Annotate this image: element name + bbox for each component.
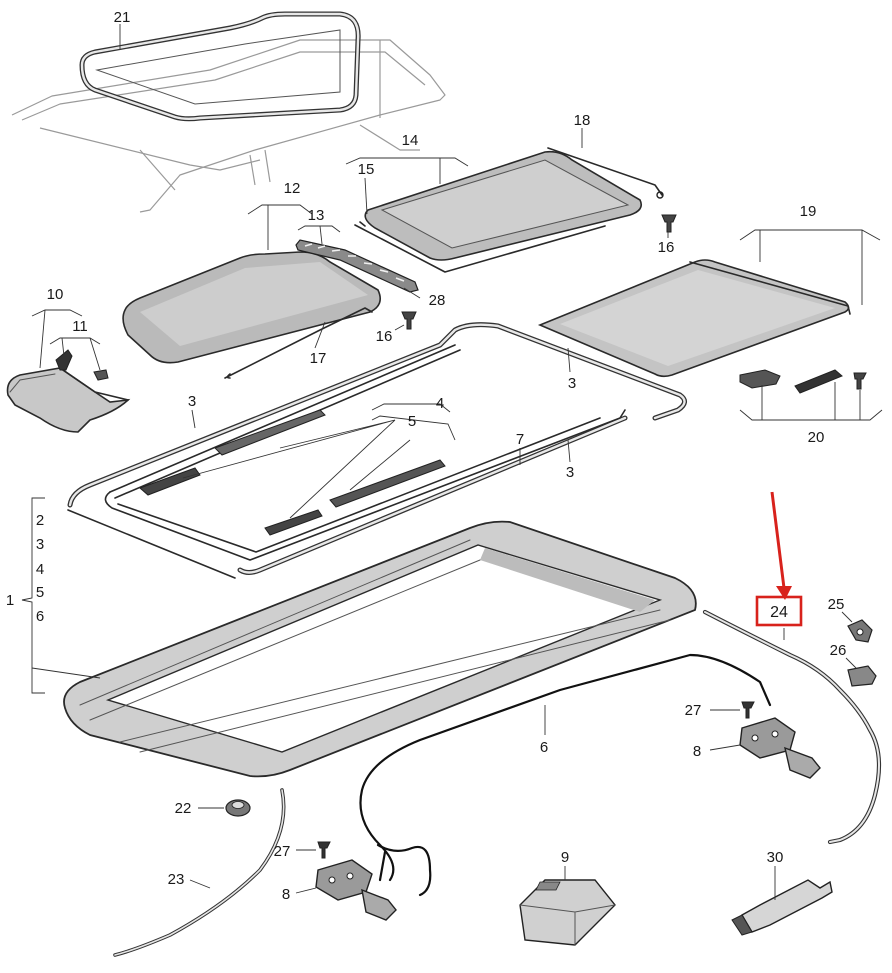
label-10: 10 (47, 286, 64, 303)
label-3-lower: 3 (566, 464, 574, 481)
label-14: 14 (402, 132, 419, 149)
part-23-drain-hose (113, 788, 286, 957)
label-6: 6 (540, 739, 548, 756)
label-26: 26 (830, 642, 847, 659)
label-24-highlighted: 24 (770, 604, 788, 621)
part-6-cable (359, 653, 772, 897)
label-15: 15 (358, 161, 375, 178)
car-roof-outline (11, 39, 446, 213)
label-7: 7 (516, 431, 524, 448)
part-11-clips (55, 349, 109, 381)
label-13: 13 (308, 207, 325, 224)
label-28: 28 (429, 292, 446, 309)
label-3-right: 3 (568, 375, 576, 392)
label-5-list: 5 (36, 584, 44, 601)
part-14-rear-glass (354, 147, 664, 273)
part-25-clip (847, 619, 873, 643)
part-13-deflector (295, 239, 419, 293)
label-6-list: 6 (36, 608, 44, 625)
part-22-grommet (225, 799, 251, 817)
label-2: 2 (36, 512, 44, 529)
label-9: 9 (561, 849, 569, 866)
label-21: 21 (114, 9, 131, 26)
part-21-roof-seal (79, 11, 361, 122)
label-11: 11 (72, 318, 88, 335)
label-8-left: 8 (282, 886, 290, 903)
label-23: 23 (168, 871, 185, 888)
label-8-right: 8 (693, 743, 701, 760)
label-12: 12 (284, 180, 301, 197)
part-12-front-glass (122, 251, 381, 379)
label-16-front: 16 (376, 328, 393, 345)
highlight-marker (755, 491, 803, 627)
label-3-left: 3 (188, 393, 196, 410)
part-labels: 21 14 15 18 16 12 13 28 16 17 19 20 10 1… (6, 9, 847, 903)
part-8-motor-left (315, 859, 397, 921)
label-17: 17 (310, 350, 327, 367)
label-4: 4 (436, 395, 444, 412)
label-3-list: 3 (36, 536, 44, 553)
label-25: 25 (828, 596, 845, 613)
part-8-motor-right (739, 717, 821, 779)
part-9-control-unit (519, 879, 616, 946)
label-19: 19 (800, 203, 817, 220)
label-20: 20 (808, 429, 825, 446)
part-26-bracket (847, 665, 877, 687)
part-19-sunshade (537, 259, 851, 378)
leader-lines (21, 128, 883, 900)
part-1-main-frame (63, 520, 697, 778)
part-24-drain-hose (702, 609, 882, 845)
label-30: 30 (767, 849, 784, 866)
label-27-left: 27 (274, 843, 291, 860)
label-4-list: 4 (36, 561, 44, 578)
part-16-screw-rear (661, 214, 677, 233)
part-3-frame-seal (67, 322, 687, 575)
part-30-grease-tube (731, 879, 833, 936)
part-27-screw-right (741, 701, 755, 719)
label-22: 22 (175, 800, 192, 817)
label-5: 5 (408, 413, 416, 430)
part-20-clips (739, 369, 867, 394)
part-27-screw-left (317, 841, 331, 859)
part-2-drain-strip (67, 509, 236, 579)
label-27-right: 27 (685, 702, 702, 719)
label-1: 1 (6, 592, 14, 609)
label-18: 18 (574, 112, 591, 129)
part-16-screw-front (401, 311, 417, 330)
label-16-rear: 16 (658, 239, 675, 256)
part-10-front-trim (6, 367, 131, 433)
part-4-5-guide-rails (139, 409, 446, 536)
